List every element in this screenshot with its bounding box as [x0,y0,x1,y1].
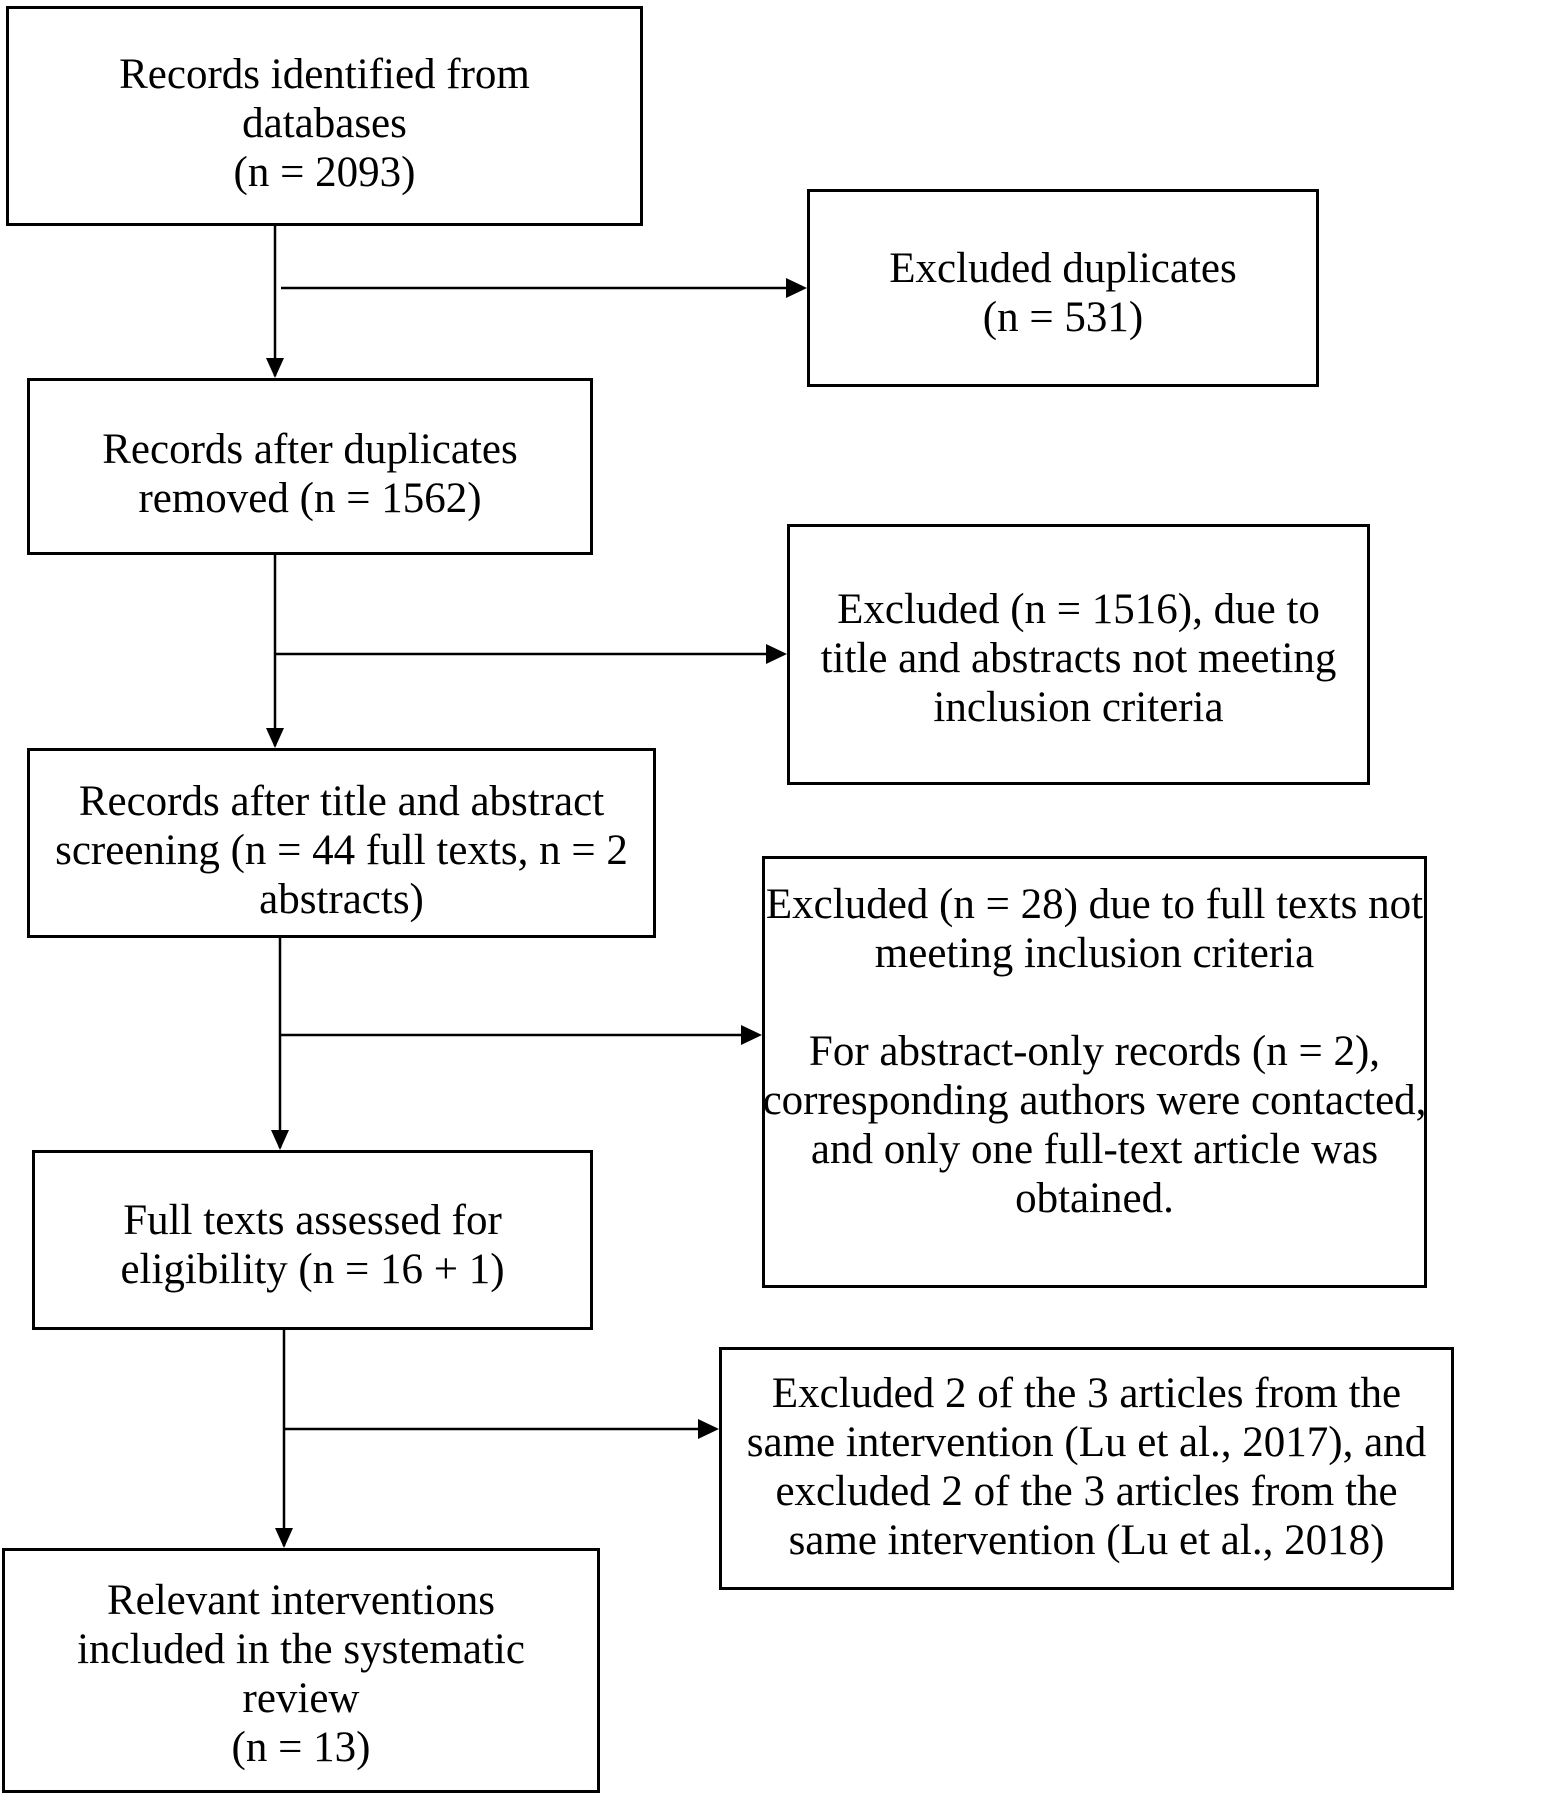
box-text-line: included in the systematic [77,1626,525,1673]
box-text-line: (n = 2093) [233,149,416,196]
box-text-line: Full texts assessed for [123,1197,502,1244]
side-arrowhead-1 [786,278,807,298]
box-text-line: Records identified from [119,51,530,98]
box-text-line: same intervention (Lu et al., 2017), and [746,1419,1427,1466]
box-text-line: removed (n = 1562) [138,475,482,522]
box-records-identified: Records identified from databases (n = 2… [6,6,643,226]
box-text-line: and only one full-text article was [810,1126,1379,1173]
box-text-line: meeting inclusion criteria [874,930,1315,977]
box-text-line: corresponding authors were contacted, [762,1077,1427,1124]
box-excluded-duplicates: Excluded duplicates (n = 531) [807,189,1319,387]
down-arrowhead-1 [266,358,284,378]
box-text-line: (n = 531) [982,294,1144,341]
box-text-line: (n = 13) [231,1724,371,1771]
box-text-line: Records after title and abstract [78,778,605,825]
box-text-line: databases [242,100,407,147]
box-text-line: eligibility (n = 16 + 1) [120,1246,505,1293]
box-excluded-same-intervention: Excluded 2 of the 3 articles from the sa… [719,1347,1454,1590]
box-text-line: For abstract-only records (n = 2), [808,1028,1381,1075]
box-text-line: excluded 2 of the 3 articles from the [775,1468,1398,1515]
down-arrowhead-4 [275,1528,293,1548]
box-excluded-full-text: Excluded (n = 28) due to full texts not … [762,856,1427,1288]
box-text-line: same intervention (Lu et al., 2018) [788,1517,1385,1564]
box-text-line: Excluded duplicates [889,245,1237,292]
box-records-after-screening: Records after title and abstract screeni… [27,748,656,938]
side-arrowhead-2 [766,644,787,664]
box-text-line: review [242,1675,360,1722]
box-full-texts-assessed: Full texts assessed for eligibility (n =… [32,1150,593,1330]
box-text-line: inclusion criteria [933,684,1224,731]
box-text-line: Records after duplicates [102,426,518,473]
side-arrowhead-3 [741,1025,762,1045]
side-arrowhead-4 [698,1419,719,1439]
box-text-line: obtained. [1015,1175,1174,1222]
box-text-line: Excluded (n = 1516), due to [837,586,1320,633]
down-arrowhead-3 [271,1130,289,1150]
box-text-line: Relevant interventions [106,1577,496,1624]
box-text-line: Excluded 2 of the 3 articles from the [771,1370,1402,1417]
box-records-after-duplicates: Records after duplicates removed (n = 15… [27,378,593,555]
box-text-line: screening (n = 44 full texts, n = 2 [55,827,628,874]
box-excluded-title-abstract: Excluded (n = 1516), due to title and ab… [787,524,1370,785]
box-text-line: Excluded (n = 28) due to full texts not [765,881,1424,928]
down-arrowhead-2 [266,728,284,748]
box-text-line: abstracts) [259,876,424,923]
box-text-line: title and abstracts not meeting [820,635,1337,682]
box-relevant-interventions-included: Relevant interventions included in the s… [2,1548,600,1793]
